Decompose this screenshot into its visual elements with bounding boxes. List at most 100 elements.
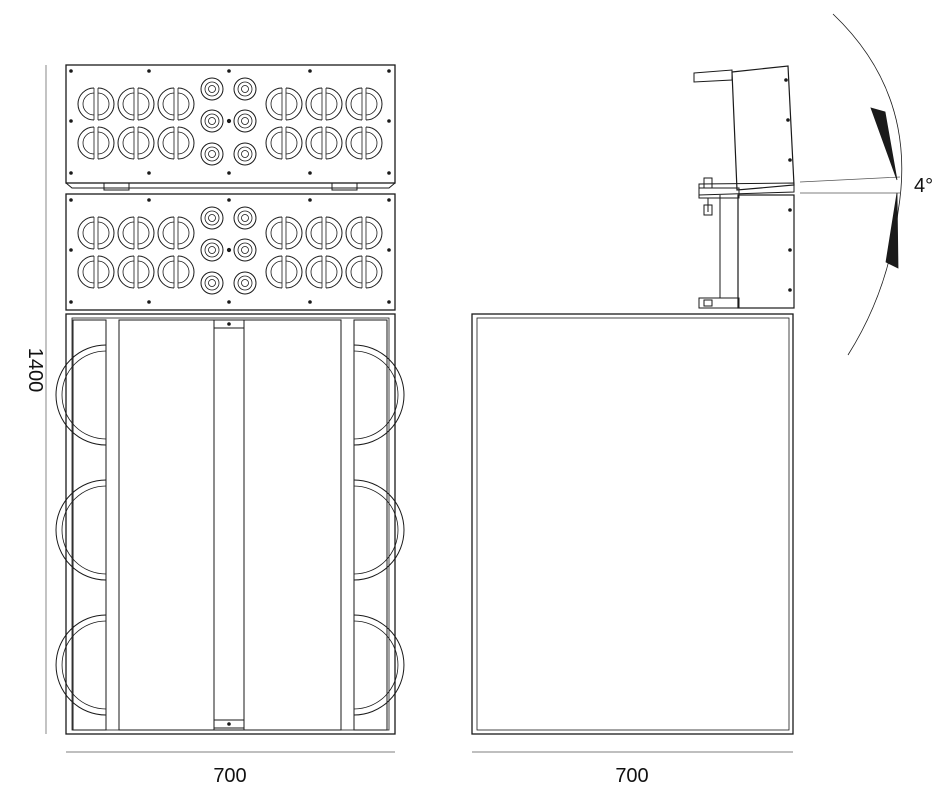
waveguide-shape xyxy=(285,221,298,245)
tweeter-circle xyxy=(233,206,257,230)
woofer-arc-right xyxy=(353,350,399,440)
tweeter-circle xyxy=(241,117,249,125)
waveguide-shape xyxy=(82,221,95,245)
tilt-angle-label: 4° xyxy=(914,175,933,197)
panel-screw xyxy=(69,69,73,73)
waveguide-shape xyxy=(137,221,150,245)
tweeter-circle xyxy=(237,81,253,97)
tweeter-circle xyxy=(204,242,220,258)
waveguide-shape xyxy=(157,216,175,250)
tweeter-circle xyxy=(204,113,220,129)
tweeter-circle xyxy=(208,150,216,158)
tilt-angle-indicator xyxy=(799,13,903,356)
woofer-arc-left xyxy=(55,344,107,446)
waveguide-shape xyxy=(177,216,195,250)
waveguide-shape xyxy=(122,92,135,116)
waveguide-shape xyxy=(305,126,323,160)
waveguide-shape xyxy=(77,126,95,160)
waveguide-shape xyxy=(177,255,195,289)
panel-screw xyxy=(227,198,231,202)
tweeter-circle xyxy=(208,279,216,287)
waveguide-shape xyxy=(162,221,175,245)
top-array-module xyxy=(65,64,396,191)
waveguide-shape xyxy=(117,255,135,289)
tweeter-circle xyxy=(241,246,249,254)
waveguide-shape xyxy=(137,87,155,121)
waveguide-shape xyxy=(137,260,150,284)
woofer-arc-right xyxy=(353,485,399,575)
waveguide-shape xyxy=(137,131,150,155)
panel-screw xyxy=(308,69,312,73)
tweeter-circle xyxy=(204,146,220,162)
tweeter-circle xyxy=(204,210,220,226)
waveguide-shape xyxy=(365,216,383,250)
upper-array-side xyxy=(693,65,795,196)
panel-screw xyxy=(227,69,231,73)
waveguide-shape xyxy=(97,216,115,250)
tweeter-circle xyxy=(241,279,249,287)
tweeter-circle xyxy=(237,113,253,129)
waveguide-shape xyxy=(97,221,110,245)
tweeter-circle xyxy=(237,275,253,291)
waveguide-shape xyxy=(325,221,338,245)
waveguide-shape xyxy=(310,221,323,245)
panel-screw xyxy=(227,300,231,304)
panel-screw xyxy=(308,198,312,202)
waveguide-shape xyxy=(305,216,323,250)
panel-screw xyxy=(147,69,151,73)
waveguide-shape xyxy=(345,255,363,289)
waveguide-shape xyxy=(350,92,363,116)
waveguide-shape xyxy=(82,260,95,284)
waveguide-shape xyxy=(265,255,283,289)
waveguide-shape xyxy=(117,216,135,250)
woofer-arc-right xyxy=(353,479,405,581)
waveguide-shape xyxy=(157,255,175,289)
panel-screw xyxy=(387,171,391,175)
waveguide-shape xyxy=(365,131,378,155)
tweeter-circle xyxy=(237,242,253,258)
waveguide-shape xyxy=(97,131,110,155)
panel-screw xyxy=(69,300,73,304)
waveguide-shape xyxy=(162,260,175,284)
center-screw xyxy=(226,247,232,253)
tweeter-circle xyxy=(204,275,220,291)
center-screw xyxy=(226,118,232,124)
front-width-dimension-label: 700 xyxy=(213,765,246,787)
waveguide-shape xyxy=(137,216,155,250)
tweeter-circle xyxy=(208,246,216,254)
tweeter-circle xyxy=(233,142,257,166)
waveguide-shape xyxy=(177,92,190,116)
waveguide-shape xyxy=(97,260,110,284)
waveguide-shape xyxy=(265,216,283,250)
panel-screw xyxy=(227,171,231,175)
waveguide-shape xyxy=(177,221,190,245)
waveguide-shape xyxy=(265,87,283,121)
panel-screw xyxy=(147,300,151,304)
tweeter-circle xyxy=(233,271,257,295)
front-view xyxy=(45,64,405,753)
waveguide-shape xyxy=(265,126,283,160)
waveguide-shape xyxy=(97,92,110,116)
panel-screw xyxy=(308,171,312,175)
waveguide-shape xyxy=(270,131,283,155)
tweeter-circle xyxy=(200,142,224,166)
waveguide-shape xyxy=(137,126,155,160)
waveguide-shape xyxy=(97,87,115,121)
bottom-array-driver-grid xyxy=(69,198,391,304)
tweeter-circle xyxy=(204,81,220,97)
top-array-driver-grid xyxy=(69,69,391,175)
tweeter-circle xyxy=(208,214,216,222)
waveguide-shape xyxy=(310,260,323,284)
waveguide-shape xyxy=(310,92,323,116)
waveguide-shape xyxy=(365,255,383,289)
waveguide-shape xyxy=(270,260,283,284)
tweeter-circle xyxy=(241,214,249,222)
waveguide-shape xyxy=(285,92,298,116)
woofer-arc-right xyxy=(353,344,405,446)
panel-screw xyxy=(69,171,73,175)
panel-screw xyxy=(387,119,391,123)
waveguide-shape xyxy=(365,221,378,245)
tweeter-circle xyxy=(241,150,249,158)
tweeter-circle xyxy=(200,77,224,101)
